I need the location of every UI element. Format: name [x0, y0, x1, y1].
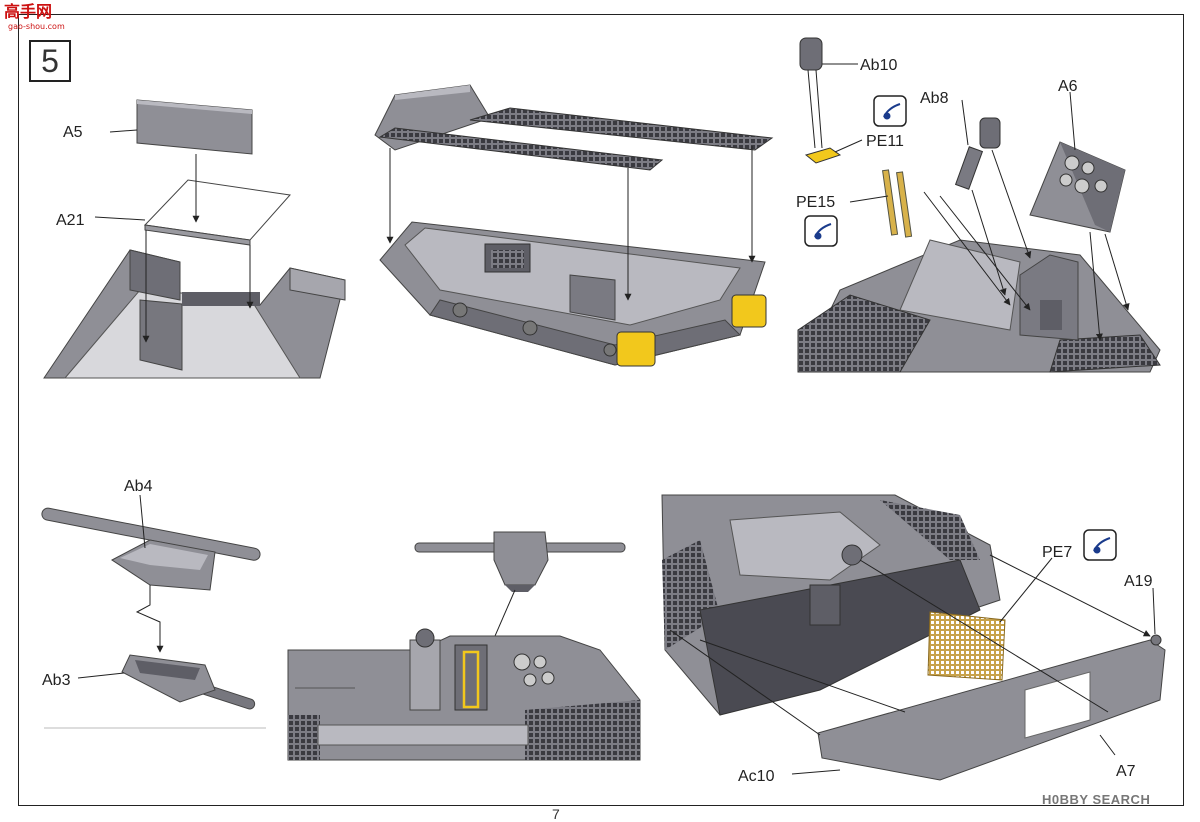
panel-engine-deck: Ab10 PE11 Ab8 A6 PE15	[796, 37, 1161, 373]
part-pe7	[927, 611, 1006, 681]
grille-right	[469, 107, 774, 151]
light-guard-right	[731, 294, 767, 328]
label-ac10: Ac10	[738, 768, 775, 785]
label-pe15: PE15	[796, 194, 835, 211]
label-ab10: Ab10	[860, 57, 897, 74]
label-ab4: Ab4	[124, 478, 153, 495]
label-pe11: PE11	[866, 133, 904, 150]
step-number: 5	[29, 40, 71, 82]
panel-hull-grilles	[374, 84, 774, 367]
grille-left	[378, 127, 664, 171]
photo-etch-icon	[1083, 529, 1117, 561]
mesh-front-right	[880, 500, 980, 560]
deck-mesh-right	[1049, 334, 1161, 373]
label-a5: A5	[63, 124, 83, 141]
part-ab8	[954, 146, 984, 190]
part-a5	[136, 99, 253, 155]
label-a19: A19	[1124, 573, 1153, 590]
part-pe15-a	[882, 169, 899, 236]
instruction-frame	[18, 14, 1184, 806]
mesh-floor-left	[288, 715, 320, 760]
mesh-floor-right	[525, 700, 640, 760]
part-pe11	[804, 147, 842, 164]
hobby-search-watermark: H0BBY SEARCH	[1042, 792, 1151, 807]
page-number: 7	[552, 806, 560, 822]
part-pe15-b	[896, 171, 913, 238]
watermark-logo: 高手网	[4, 2, 53, 21]
watermark-url: gao-shou.com	[8, 22, 65, 31]
label-ab8: Ab8	[920, 90, 949, 107]
label-a21: A21	[56, 212, 85, 229]
panel-front-plate: PE7 A19 Ac10 A7	[661, 494, 1166, 785]
label-a6: A6	[1058, 78, 1078, 95]
panel-interior-wall	[287, 531, 641, 761]
photo-etch-icon	[804, 215, 838, 247]
label-pe7: PE7	[1042, 544, 1072, 561]
panel-seat: Ab4 Ab3	[41, 478, 266, 729]
seat-assembly	[493, 531, 549, 586]
deck-mesh-left	[797, 294, 931, 373]
part-ab10	[799, 37, 823, 71]
photo-etch-icon	[873, 95, 907, 127]
light-guard-left	[616, 331, 656, 367]
panel-interior-floor: A5 A21	[43, 99, 346, 379]
label-a7: A7	[1116, 763, 1136, 780]
label-ab3: Ab3	[42, 672, 71, 689]
